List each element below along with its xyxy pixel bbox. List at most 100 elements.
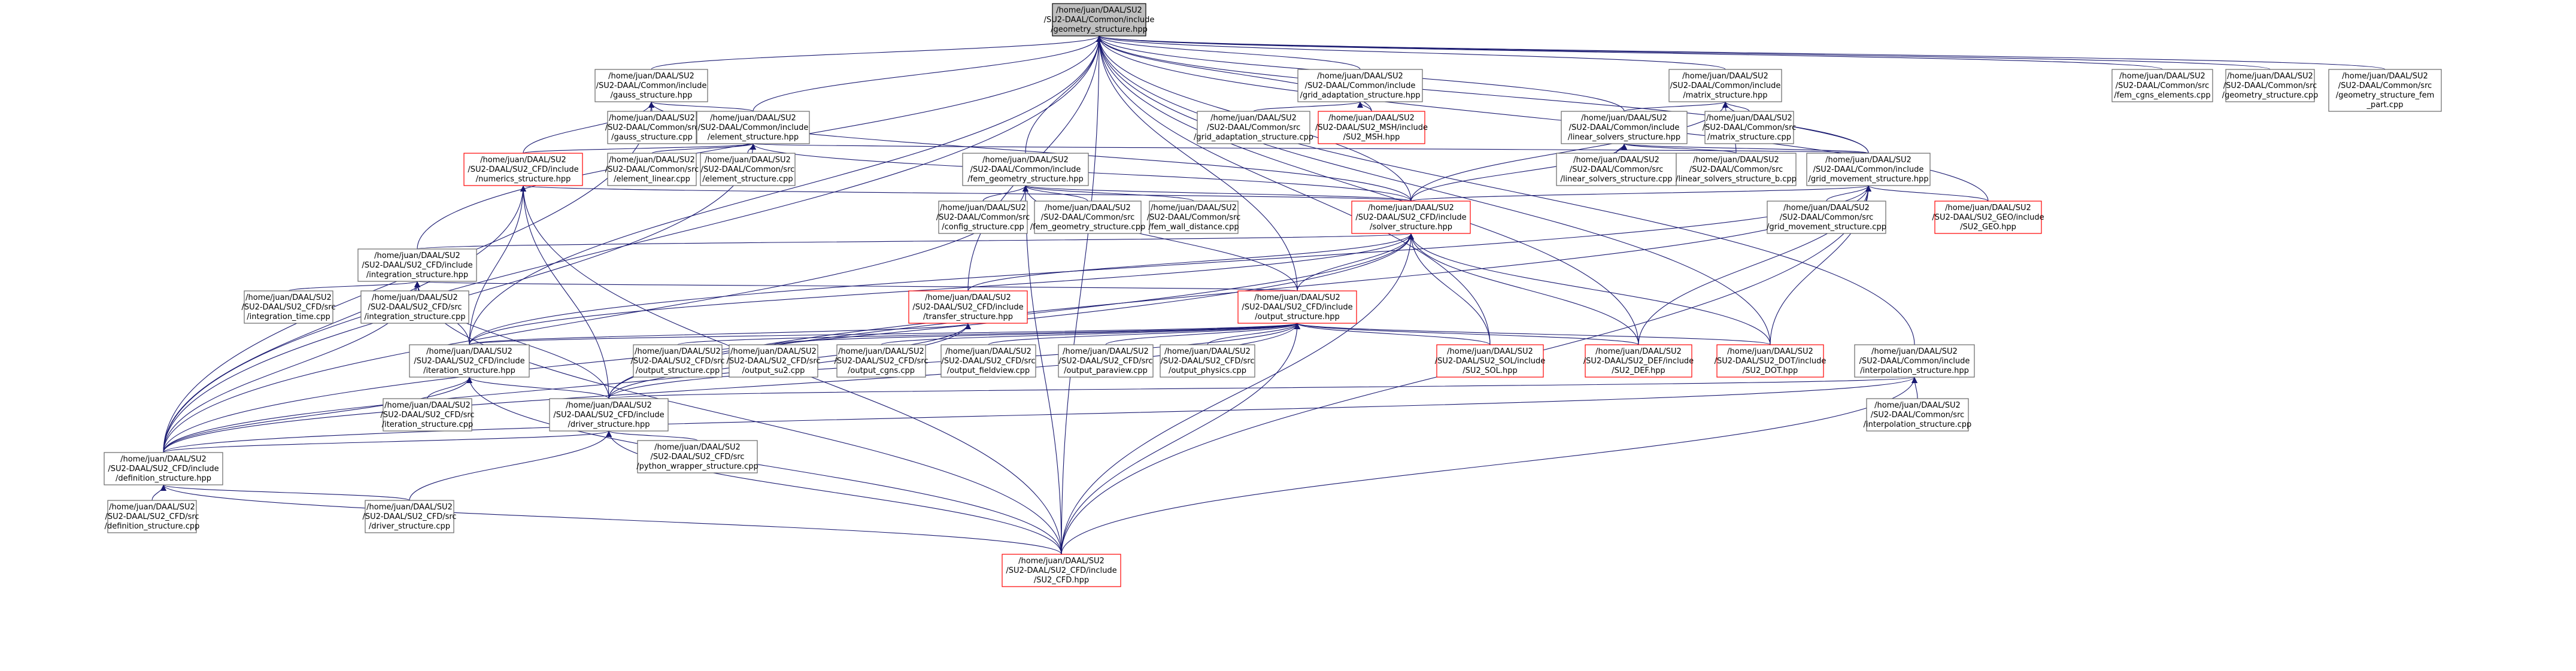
node-label-line: /SU2-DAAL/Common/include — [1305, 81, 1416, 90]
node-config-cpp[interactable]: /home/juan/DAAL/SU2/SU2-DAAL/Common/src/… — [936, 201, 1030, 234]
node-label-line: /gauss_structure.cpp — [611, 133, 693, 142]
node-su2-sol-hpp[interactable]: /home/juan/DAAL/SU2/SU2-DAAL/SU2_SOL/inc… — [1435, 344, 1545, 378]
node-su2-def-hpp[interactable]: /home/juan/DAAL/SU2/SU2-DAAL/SU2_DEF/inc… — [1583, 344, 1694, 378]
node-su2-cfd-hpp[interactable]: /home/juan/DAAL/SU2/SU2-DAAL/SU2_CFD/inc… — [1002, 554, 1121, 587]
node-driver-cpp[interactable]: /home/juan/DAAL/SU2/SU2-DAAL/SU2_CFD/src… — [362, 500, 457, 533]
node-gauss-hpp[interactable]: /home/juan/DAAL/SU2/SU2-DAAL/Common/incl… — [594, 69, 708, 102]
edge-su2-dot-hpp-to-solver-hpp — [1408, 233, 1771, 345]
edge-fem-wall-cpp-to-fem-hpp — [1022, 185, 1194, 202]
node-geometry-cpp[interactable]: /home/juan/DAAL/SU2/SU2-DAAL/Common/src/… — [2222, 69, 2319, 102]
node-label-line: /home/juan/DAAL/SU2 — [925, 293, 1011, 302]
node-output-paraview-cpp[interactable]: /home/juan/DAAL/SU2/SU2-DAAL/SU2_CFD/src… — [1058, 344, 1154, 378]
node-definition-cpp[interactable]: /home/juan/DAAL/SU2/SU2-DAAL/SU2_CFD/src… — [105, 500, 200, 533]
node-linear-cpp[interactable]: /home/juan/DAAL/SU2/SU2-DAAL/Common/src/… — [1556, 153, 1677, 186]
node-su2-msh-hpp[interactable]: /home/juan/DAAL/SU2/SU2-DAAL/SU2_MSH/inc… — [1315, 111, 1428, 144]
node-output-cgns-cpp[interactable]: /home/juan/DAAL/SU2/SU2-DAAL/SU2_CFD/src… — [834, 344, 929, 378]
node-box — [244, 290, 333, 324]
node-box — [1585, 344, 1692, 378]
node-label-line: /home/juan/DAAL/SU2 — [384, 401, 471, 410]
node-label-line: /SU2-DAAL/Common/src — [1147, 213, 1241, 222]
node-linear-hpp[interactable]: /home/juan/DAAL/SU2/SU2-DAAL/Common/incl… — [1561, 111, 1688, 144]
node-label-line: /home/juan/DAAL/SU2 — [2119, 72, 2205, 81]
node-label-line: /home/juan/DAAL/SU2 — [1871, 347, 1958, 356]
node-grid-move-cpp[interactable]: /home/juan/DAAL/SU2/SU2-DAAL/Common/src/… — [1767, 201, 1886, 234]
node-label-line: /SU2-DAAL/SU2_CFD/include — [414, 357, 524, 366]
node-integration-time-cpp[interactable]: /home/juan/DAAL/SU2/SU2-DAAL/SU2_CFD/src… — [241, 290, 336, 324]
node-label-line: /SU2-DAAL/SU2_MSH/include — [1315, 123, 1428, 132]
node-label-line: /home/juan/DAAL/SU2 — [635, 347, 721, 356]
edge-su2-msh-hpp-to-grid-adapt-hpp — [1357, 101, 1372, 112]
edge-definition-hpp-to-iteration-hpp — [163, 377, 472, 453]
node-iteration-hpp[interactable]: /home/juan/DAAL/SU2/SU2-DAAL/SU2_CFD/inc… — [409, 344, 530, 378]
node-box — [365, 500, 454, 533]
node-matrix-hpp[interactable]: /home/juan/DAAL/SU2/SU2-DAAL/Common/incl… — [1668, 69, 1782, 102]
node-su2-dot-hpp[interactable]: /home/juan/DAAL/SU2/SU2-DAAL/SU2_DOT/inc… — [1715, 344, 1826, 378]
node-geom-fem-part-cpp[interactable]: /home/juan/DAAL/SU2/SU2-DAAL/Common/src/… — [2328, 69, 2442, 112]
node-interp-hpp[interactable]: /home/juan/DAAL/SU2/SU2-DAAL/Common/incl… — [1854, 344, 1975, 378]
node-iteration-cpp[interactable]: /home/juan/DAAL/SU2/SU2-DAAL/SU2_CFD/src… — [380, 398, 475, 432]
node-fem-cgns-cpp[interactable]: /home/juan/DAAL/SU2/SU2-DAAL/Common/src/… — [2111, 69, 2213, 102]
node-label-line: /home/juan/DAAL/SU2 — [120, 455, 207, 464]
node-grid-adapt-hpp[interactable]: /home/juan/DAAL/SU2/SU2-DAAL/Common/incl… — [1297, 69, 1423, 102]
edge-definition-cpp-to-definition-hpp — [151, 484, 166, 501]
node-output-su2-cpp[interactable]: /home/juan/DAAL/SU2/SU2-DAAL/SU2_CFD/src… — [726, 344, 821, 378]
node-label-line: /home/juan/DAAL/SU2 — [1063, 347, 1149, 356]
node-grid-adapt-cpp[interactable]: /home/juan/DAAL/SU2/SU2-DAAL/Common/src/… — [1194, 111, 1313, 144]
node-label-line: /SU2-DAAL/SU2_CFD/include — [1355, 213, 1466, 222]
edge-iteration-hpp-to-solver-hpp — [469, 233, 1414, 345]
node-output-hpp[interactable]: /home/juan/DAAL/SU2/SU2-DAAL/SU2_CFD/inc… — [1237, 290, 1357, 324]
node-label-line: /iteration_structure.cpp — [382, 420, 474, 429]
edge-su2-def-hpp-to-solver-hpp — [1408, 233, 1639, 345]
node-driver-hpp[interactable]: /home/juan/DAAL/SU2/SU2-DAAL/SU2_CFD/inc… — [549, 398, 669, 432]
node-label-line: /home/juan/DAAL/SU2 — [374, 251, 460, 260]
node-label-line: /grid_adaptation_structure.cpp — [1194, 133, 1313, 142]
node-box — [1351, 201, 1471, 234]
node-label-line: /numerics_structure.hpp — [476, 175, 571, 184]
node-integration-cpp[interactable]: /home/juan/DAAL/SU2/SU2-DAAL/SU2_CFD/src… — [360, 290, 469, 324]
node-box — [696, 111, 810, 144]
node-matrix-cpp[interactable]: /home/juan/DAAL/SU2/SU2-DAAL/Common/src/… — [1703, 111, 1797, 144]
node-label-line: /SU2_DEF.hpp — [1612, 366, 1665, 375]
node-label-line: /home/juan/DAAL/SU2 — [1447, 347, 1533, 356]
edge-iteration-hpp-to-output-hpp — [469, 323, 1300, 345]
node-solver-hpp[interactable]: /home/juan/DAAL/SU2/SU2-DAAL/SU2_CFD/inc… — [1351, 201, 1471, 234]
node-output-physics-cpp[interactable]: /home/juan/DAAL/SU2/SU2-DAAL/SU2_CFD/src… — [1160, 344, 1255, 378]
node-label-line: /SU2-DAAL/Common/src — [1780, 213, 1874, 222]
node-label-line: /output_structure.cpp — [636, 366, 720, 375]
node-linear-b-cpp[interactable]: /home/juan/DAAL/SU2/SU2-DAAL/Common/src/… — [1676, 153, 1797, 186]
node-element-hpp[interactable]: /home/juan/DAAL/SU2/SU2-DAAL/Common/incl… — [696, 111, 810, 144]
node-definition-hpp[interactable]: /home/juan/DAAL/SU2/SU2-DAAL/SU2_CFD/inc… — [104, 452, 223, 485]
node-label-line: /SU2-DAAL/SU2_CFD/src — [650, 453, 744, 461]
edge-driver-cpp-to-driver-hpp — [409, 430, 612, 501]
node-grid-move-hpp[interactable]: /home/juan/DAAL/SU2/SU2-DAAL/Common/incl… — [1806, 153, 1931, 186]
node-python-wrapper-cpp[interactable]: /home/juan/DAAL/SU2/SU2-DAAL/SU2_CFD/src… — [636, 440, 758, 473]
node-label-line: /output_structure.hpp — [1255, 312, 1340, 321]
node-label-line: /interpolation_structure.hpp — [1860, 366, 1969, 375]
node-integration-hpp[interactable]: /home/juan/DAAL/SU2/SU2-DAAL/SU2_CFD/inc… — [357, 248, 477, 282]
node-label-line: /fem_wall_distance.cpp — [1148, 223, 1239, 232]
node-su2-geo-hpp[interactable]: /home/juan/DAAL/SU2/SU2-DAAL/SU2_GEO/inc… — [1932, 201, 2044, 234]
node-output-fieldview-cpp[interactable]: /home/juan/DAAL/SU2/SU2-DAAL/SU2_CFD/src… — [940, 344, 1036, 378]
node-interp-cpp[interactable]: /home/juan/DAAL/SU2/SU2-DAAL/Common/src/… — [1864, 398, 1972, 432]
node-label-line: /output_fieldview.cpp — [947, 366, 1030, 375]
node-label-line: /home/juan/DAAL/SU2 — [245, 293, 332, 302]
node-box — [938, 201, 1028, 234]
edge-su2-geo-hpp-to-root — [1096, 35, 1989, 202]
node-element-cpp[interactable]: /home/juan/DAAL/SU2/SU2-DAAL/Common/src/… — [700, 153, 796, 186]
node-transfer-hpp[interactable]: /home/juan/DAAL/SU2/SU2-DAAL/SU2_CFD/inc… — [908, 290, 1028, 324]
node-fem-geom-cpp[interactable]: /home/juan/DAAL/SU2/SU2-DAAL/Common/src/… — [1030, 201, 1145, 234]
node-output-structure-cpp[interactable]: /home/juan/DAAL/SU2/SU2-DAAL/SU2_CFD/src… — [630, 344, 725, 378]
edge-fem-geom-cpp-to-fem-hpp — [1022, 185, 1088, 202]
node-numerics-hpp[interactable]: /home/juan/DAAL/SU2/SU2-DAAL/SU2_CFD/inc… — [463, 153, 583, 186]
node-gauss-cpp[interactable]: /home/juan/DAAL/SU2/SU2-DAAL/Common/src/… — [605, 111, 699, 144]
edge-output-paraview-cpp-to-output-hpp — [1105, 323, 1300, 345]
node-fem-wall-cpp[interactable]: /home/juan/DAAL/SU2/SU2-DAAL/Common/src/… — [1147, 201, 1241, 234]
node-label-line: /SU2-DAAL/Common/include — [1859, 357, 1970, 366]
node-box — [1052, 3, 1146, 37]
node-element-linear-cpp[interactable]: /home/juan/DAAL/SU2/SU2-DAAL/Common/src/… — [605, 153, 699, 186]
node-root[interactable]: /home/juan/DAAL/SU2/SU2-DAAL/Common/incl… — [1044, 3, 1155, 37]
node-fem-hpp[interactable]: /home/juan/DAAL/SU2/SU2-DAAL/Common/incl… — [962, 153, 1089, 186]
node-label-line: /home/juan/DAAL/SU2 — [710, 114, 796, 123]
node-label-line: _part.cpp — [2366, 101, 2404, 110]
